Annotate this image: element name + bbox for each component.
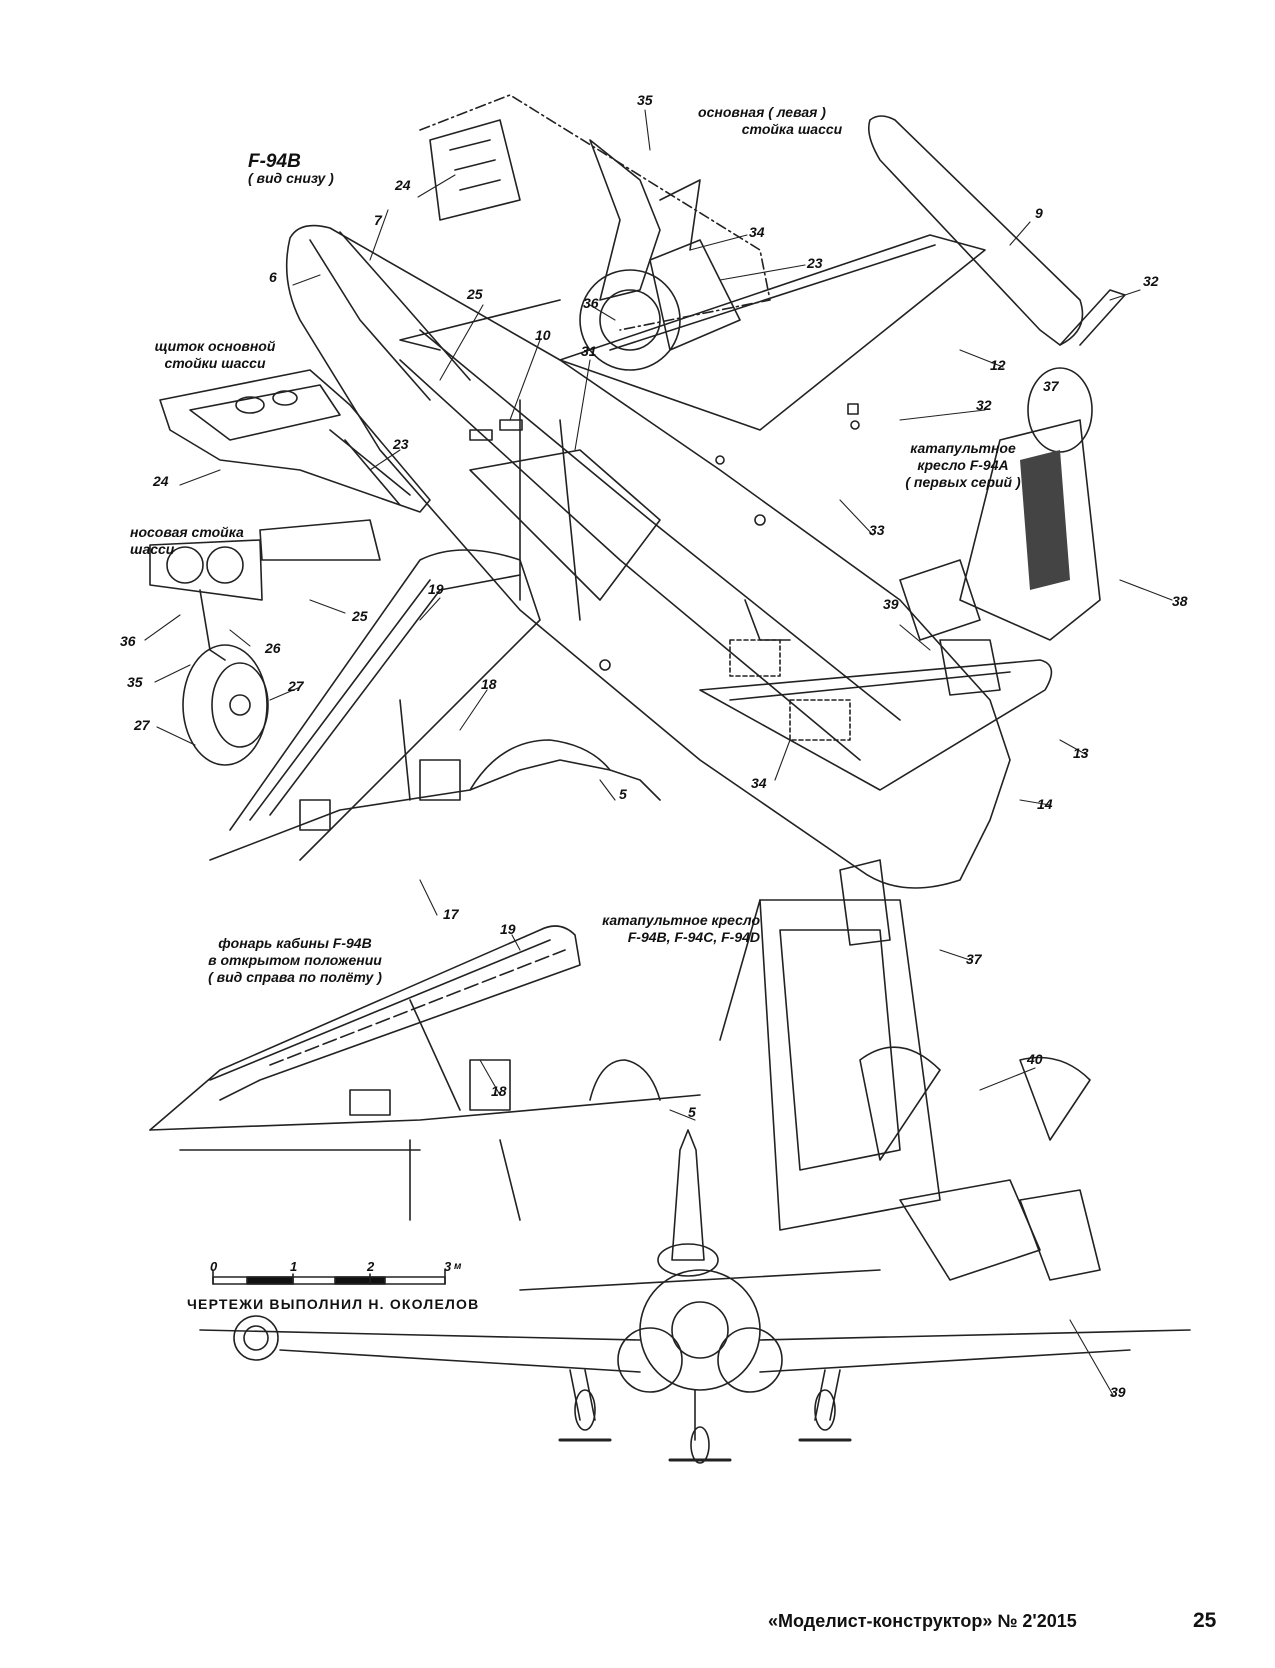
callout-23-door: 23 — [393, 436, 409, 452]
callout-37-seat-bcd: 37 — [966, 951, 982, 967]
page-number: 25 — [1193, 1609, 1217, 1632]
callout-10: 10 — [535, 327, 551, 343]
view-subtitle-text: ( вид снизу ) — [248, 170, 334, 186]
journal-footer: «Моделист-конструктор» № 2'2015 — [768, 1611, 1077, 1631]
callout-35-nose: 35 — [127, 674, 143, 690]
callout-18-canopy-lower: 18 — [491, 1083, 507, 1099]
caption-nose-gear-line1: носовая стойка — [130, 524, 244, 540]
leader-lines — [144, 109, 1173, 1396]
caption-nose-gear: носовая стойка шасси — [130, 524, 244, 558]
caption-main-gear: основная ( левая ) стойка шасси — [672, 104, 852, 138]
callout-27-right: 27 — [288, 678, 304, 694]
callout-24-main-gear: 24 — [395, 177, 411, 193]
caption-canopy-line3: ( вид справа по полёту ) — [208, 969, 382, 985]
seat-a-drawing — [899, 367, 1101, 696]
callout-39-seat-a: 39 — [883, 596, 899, 612]
callout-14: 14 — [1037, 796, 1053, 812]
callout-19-canopy-lower: 19 — [500, 921, 516, 937]
caption-main-gear-line1: основная ( левая ) — [698, 104, 826, 120]
scale-bar — [212, 1269, 446, 1285]
callout-5-canopy-upper: 5 — [619, 786, 627, 802]
caption-main-gear-line2: стойка шасси — [741, 121, 843, 137]
callout-35-main-gear: 35 — [637, 92, 653, 108]
callout-12: 12 — [990, 357, 1006, 373]
callout-17: 17 — [443, 906, 459, 922]
underside-planform — [285, 115, 1126, 889]
callout-40: 40 — [1027, 1051, 1043, 1067]
callout-26: 26 — [265, 640, 281, 656]
caption-seat-bcd: катапультное кресло F-94B, F-94C, F-94D — [560, 912, 760, 946]
canopy-upper-drawing — [209, 549, 661, 861]
gear-door-drawing — [159, 369, 431, 513]
seat-bcd-drawing — [719, 859, 1101, 1281]
callout-24-door: 24 — [153, 473, 169, 489]
scale-unit: м — [454, 1261, 462, 1272]
nose-gear-drawing — [149, 519, 381, 766]
caption-canopy: фонарь кабины F-94B в открытом положении… — [180, 935, 410, 986]
callout-6: 6 — [269, 269, 277, 285]
callout-9: 9 — [1035, 205, 1043, 221]
callout-13: 13 — [1073, 745, 1089, 761]
callout-25-planform: 25 — [467, 286, 483, 302]
main-gear-drawing — [419, 94, 771, 371]
caption-seat-bcd-line1: катапультное кресло — [602, 912, 760, 928]
scale-tick-0: 0 — [210, 1259, 218, 1274]
callout-31: 31 — [581, 343, 597, 359]
caption-seat-a-line3: ( первых серий ) — [905, 474, 1021, 490]
caption-seat-a: катапультное кресло F-94A ( первых серий… — [888, 440, 1038, 491]
callout-19-canopy-upper: 19 — [428, 581, 444, 597]
caption-canopy-line1: фонарь кабины F-94B — [218, 935, 372, 951]
scale-tick-2: 2 — [367, 1259, 375, 1274]
callout-18-canopy-upper: 18 — [481, 676, 497, 692]
caption-nose-gear-line2: шасси — [130, 541, 175, 557]
caption-seat-a-line1: катапультное — [910, 440, 1016, 456]
callout-27-left: 27 — [134, 717, 150, 733]
callout-39-seat-bcd: 39 — [1110, 1384, 1126, 1400]
canopy-lower-drawing — [149, 925, 701, 1221]
callout-38: 38 — [1172, 593, 1188, 609]
front-view-drawing — [199, 1129, 1191, 1464]
callout-33: 33 — [869, 522, 885, 538]
drawing-credit: ЧЕРТЕЖИ ВЫПОЛНИЛ Н. ОКОЛЕЛОВ — [187, 1296, 480, 1312]
caption-gear-door-line2: стойки шасси — [164, 355, 266, 371]
scale-tick-1: 1 — [290, 1259, 298, 1274]
caption-gear-door-line1: щиток основной — [154, 338, 276, 354]
caption-seat-bcd-line2: F-94B, F-94C, F-94D — [627, 929, 760, 945]
callout-25-nose: 25 — [352, 608, 368, 624]
callout-34-main-gear: 34 — [749, 224, 765, 240]
caption-gear-door: щиток основной стойки шасси — [135, 338, 295, 372]
view-title-text: F-94B — [248, 151, 301, 172]
scale-tick-3: 3 — [444, 1259, 452, 1274]
callout-36-main-gear: 36 — [583, 295, 599, 311]
callout-32-tail: 32 — [1143, 273, 1159, 289]
caption-seat-a-line2: кресло F-94A — [917, 457, 1009, 473]
callout-34-planform: 34 — [751, 775, 767, 791]
callout-37-seat-a: 37 — [1043, 378, 1059, 394]
callout-5-canopy-lower: 5 — [688, 1104, 696, 1120]
callout-36-nose: 36 — [120, 633, 136, 649]
callout-23-main-gear: 23 — [807, 255, 823, 271]
callout-7: 7 — [374, 212, 382, 228]
caption-canopy-line2: в открытом положении — [208, 952, 382, 968]
callout-32-wing: 32 — [976, 397, 992, 413]
view-title: F-94B ( вид снизу ) — [248, 151, 334, 187]
